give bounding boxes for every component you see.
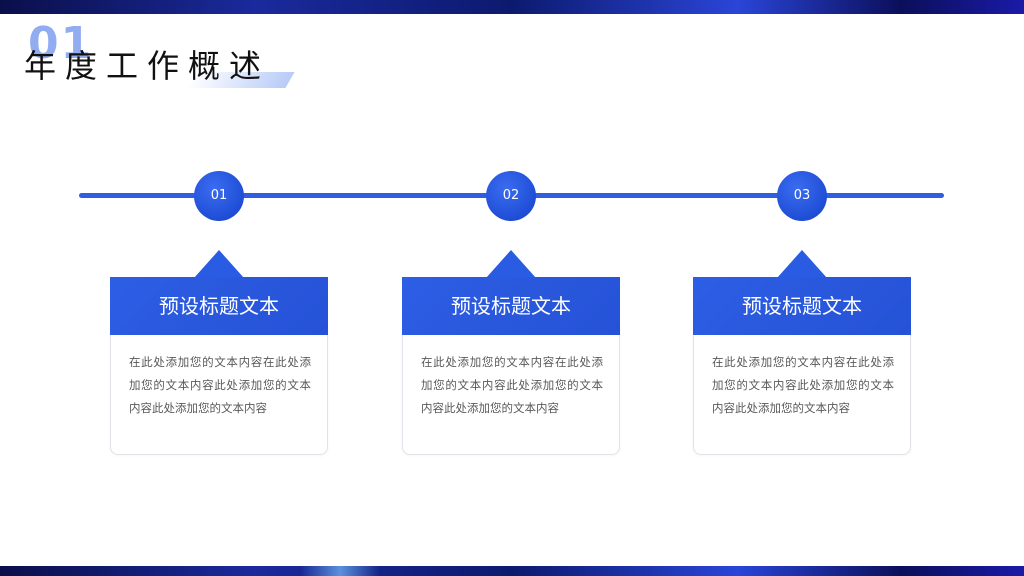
- card-body: [110, 320, 328, 455]
- bottom-band: [0, 566, 1024, 576]
- card-text: 在此处添加您的文本内容在此处添加您的文本内容此处添加您的文本内容此处添加您的文本…: [421, 355, 603, 415]
- card-body: [693, 320, 911, 455]
- page-title: 年度工作概述: [24, 47, 271, 85]
- card-heading: 预设标题文本: [402, 277, 620, 335]
- timeline-node-3: 03: [777, 171, 827, 221]
- title-number: 01: [28, 18, 94, 69]
- timeline-node-1: 01: [194, 171, 244, 221]
- card-body: [402, 320, 620, 455]
- card-text: 在此处添加您的文本内容在此处添加您的文本内容此处添加您的文本内容此处添加您的文本…: [129, 355, 311, 415]
- card-heading: 预设标题文本: [110, 277, 328, 335]
- card-heading: 预设标题文本: [693, 277, 911, 335]
- card-pointer: [486, 250, 536, 278]
- top-band: [0, 0, 1024, 14]
- card-pointer: [777, 250, 827, 278]
- timeline-node-2: 02: [486, 171, 536, 221]
- card-pointer: [194, 250, 244, 278]
- card-text: 在此处添加您的文本内容在此处添加您的文本内容此处添加您的文本内容此处添加您的文本…: [712, 355, 894, 415]
